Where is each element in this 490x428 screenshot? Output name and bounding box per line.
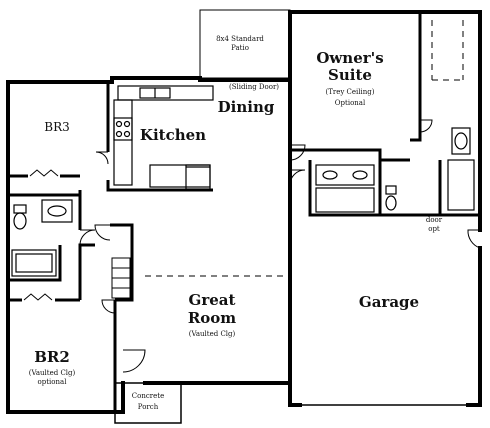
hall-bath-sink — [47, 205, 67, 217]
refrigerator — [185, 164, 211, 190]
br2-note-2: optional — [38, 378, 68, 386]
garage-label: Garage — [359, 293, 419, 311]
burner-3 — [115, 130, 123, 138]
owners-suite-label-1: Owner's — [316, 49, 383, 67]
door-opt-label-1: door — [426, 216, 443, 224]
owners-toilet — [385, 195, 397, 211]
burner-4 — [123, 130, 131, 138]
porch-label-1: Concrete — [132, 392, 164, 400]
hall-bath-toilet — [13, 212, 27, 230]
house-outer-wall — [6, 76, 292, 414]
hall-bath-tub — [11, 249, 57, 277]
br2-note-1: (Vaulted Clg) — [29, 369, 76, 377]
kitchen-partition — [106, 180, 150, 192]
optional-garage-door — [467, 229, 481, 249]
owners-sink-1 — [322, 170, 338, 180]
doors — [79, 119, 481, 373]
porch-label-2: Porch — [138, 403, 159, 411]
burner-1 — [115, 120, 123, 128]
owners-suite-south-wall — [290, 148, 410, 162]
owners-suite-east-wall — [410, 12, 422, 142]
kitchen-label: Kitchen — [140, 126, 206, 144]
interior-walls — [8, 12, 480, 412]
sliding-door-label: (Sliding Door) — [229, 83, 279, 91]
kitchen-counter-top — [117, 85, 214, 101]
br3-closet-bifold — [29, 169, 59, 177]
patio-label-1: 8x4 Standard — [216, 35, 264, 43]
kitchen-stove — [113, 117, 133, 141]
closet-bifolds — [23, 169, 131, 301]
garage-water-heater — [454, 132, 468, 150]
owners-bath-wall — [308, 160, 440, 217]
owners-suite-label-2: Suite — [328, 66, 372, 84]
garage-utility-1 — [447, 159, 475, 211]
owners-suite-note-1: (Trey Ceiling) — [325, 88, 374, 96]
owners-door — [289, 144, 306, 161]
pantry-door — [94, 224, 111, 241]
burner-2 — [123, 120, 131, 128]
great-room-note: (Vaulted Clg) — [189, 330, 236, 338]
hall-bath-door — [79, 229, 96, 246]
br2-door — [101, 299, 116, 314]
patio-outline — [199, 9, 291, 79]
owners-suite-note-2: Optional — [335, 99, 366, 107]
hall-bath-tub-inner — [15, 253, 53, 273]
owners-shower — [315, 187, 375, 213]
br3-door — [95, 151, 109, 165]
bath-lower-wall — [8, 245, 62, 282]
garage-wall — [288, 10, 482, 407]
br2-label: BR2 — [34, 348, 70, 366]
great-room-label-1: Great — [189, 291, 236, 309]
kitchen-counter-side — [113, 99, 133, 186]
owners-closet-door — [419, 119, 433, 133]
owners-bath-vanity — [315, 164, 375, 186]
dining-label: Dining — [218, 98, 275, 116]
labels: 8x4 Standard Patio Owner's Suite (Trey C… — [29, 35, 443, 411]
br2-closet-bifold — [23, 293, 53, 301]
garage-entry-door — [289, 169, 306, 186]
br3-label: BR3 — [44, 120, 70, 134]
garage-utility-2 — [451, 127, 471, 155]
hall-bath-vanity — [41, 199, 73, 223]
great-room-label-2: Room — [188, 309, 236, 327]
kitchen-fixtures — [113, 85, 214, 190]
owners-sink-2 — [352, 170, 368, 180]
porch-outline — [114, 382, 182, 424]
door-opt-label-2: opt — [428, 225, 440, 233]
hall-bath-toilet-tank — [13, 204, 27, 214]
patio-label-2: Patio — [231, 44, 249, 52]
kitchen-island — [149, 164, 211, 188]
bath-fixtures — [11, 127, 475, 277]
front-door — [122, 349, 146, 373]
hall-closet — [78, 243, 95, 300]
owners-toilet-tank — [385, 185, 397, 195]
pantry-wall — [110, 223, 134, 302]
